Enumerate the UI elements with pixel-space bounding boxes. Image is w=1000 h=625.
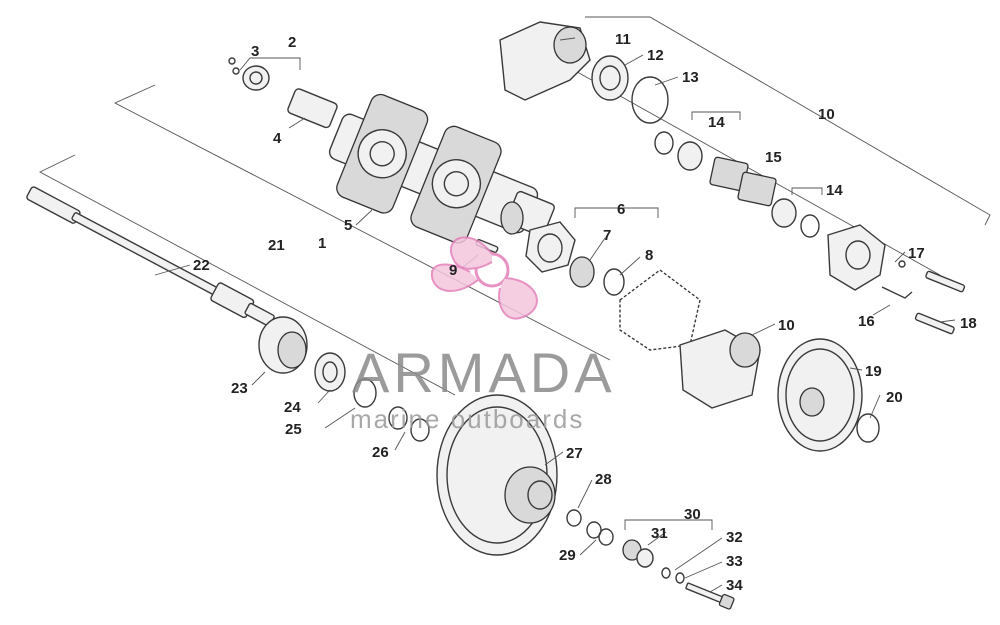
callout-14-upper: 14 — [708, 114, 725, 131]
callout-18: 18 — [960, 315, 977, 332]
bearing-flange — [258, 316, 430, 442]
axle-shaft — [26, 186, 275, 327]
brake-parts — [654, 131, 820, 238]
callout-30: 30 — [684, 506, 701, 523]
callout-21: 21 — [268, 237, 285, 254]
callout-16: 16 — [858, 313, 875, 330]
callout-9: 9 — [449, 262, 457, 279]
callout-25: 25 — [285, 421, 302, 438]
callout-12: 12 — [647, 47, 664, 64]
callout-6: 6 — [617, 201, 625, 218]
callout-8: 8 — [645, 247, 653, 264]
leader-lines — [154, 37, 956, 593]
callout-13: 13 — [682, 69, 699, 86]
callout-4: 4 — [273, 130, 282, 147]
callout-1: 1 — [318, 235, 326, 252]
callout-10-lower: 10 — [778, 317, 795, 334]
callout-28: 28 — [595, 471, 612, 488]
watermark-tagline: marine outboards — [350, 404, 584, 434]
drive-shaft-assembly — [287, 88, 555, 244]
callout-23: 23 — [231, 380, 248, 397]
watermark: ARMADA marine outboards — [350, 236, 616, 434]
callout-3: 3 — [251, 43, 259, 60]
callout-19: 19 — [865, 363, 882, 380]
propeller-logo-icon — [430, 236, 538, 320]
callout-33: 33 — [726, 553, 743, 570]
driven-pulley — [436, 394, 558, 556]
callout-26: 26 — [372, 444, 389, 461]
callout-7: 7 — [603, 227, 611, 244]
callout-2: 2 — [288, 34, 296, 51]
callout-29: 29 — [559, 547, 576, 564]
brake-caliper-lower — [679, 329, 761, 409]
watermark-brand: ARMADA — [352, 341, 616, 404]
callout-22: 22 — [193, 257, 210, 274]
callout-14-lower: 14 — [826, 182, 843, 199]
seal-cap — [228, 57, 270, 91]
callout-27: 27 — [566, 445, 583, 462]
callout-labels: 1 2 3 4 5 6 7 8 9 10 10 11 12 13 14 14 1… — [193, 31, 977, 594]
brake-caliper-upper — [827, 224, 966, 335]
callout-34: 34 — [726, 577, 743, 594]
callout-20: 20 — [886, 389, 903, 406]
upper-bearing-housing — [499, 21, 669, 124]
pulley-hardware — [566, 509, 735, 610]
callout-15: 15 — [765, 149, 782, 166]
callout-32: 32 — [726, 529, 743, 546]
callout-5: 5 — [344, 217, 352, 234]
callout-11: 11 — [615, 31, 631, 48]
callout-17: 17 — [908, 245, 925, 262]
callout-24: 24 — [284, 399, 301, 416]
brake-disc — [777, 338, 880, 452]
callout-31: 31 — [651, 525, 668, 542]
callout-10-upper: 10 — [818, 106, 835, 123]
